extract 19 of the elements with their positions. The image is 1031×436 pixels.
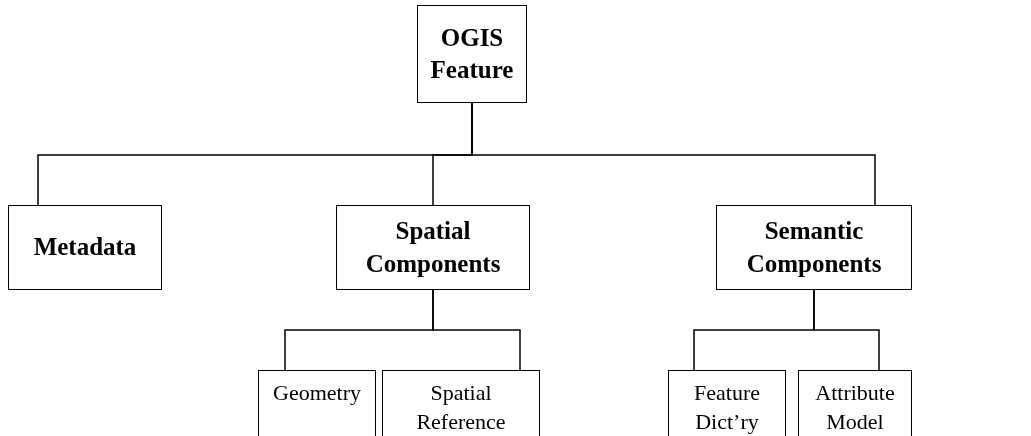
category-box xyxy=(716,205,912,290)
box-label: Spatial Components xyxy=(364,216,502,279)
box-label: Semantic Components xyxy=(745,216,883,279)
component-box xyxy=(258,370,376,436)
component-box xyxy=(382,370,540,436)
category-box xyxy=(8,205,162,290)
connector-line xyxy=(471,102,876,206)
box-label: Feature Dict’ry xyxy=(693,379,761,436)
category-box xyxy=(336,205,530,290)
box-label: Geometry xyxy=(273,379,361,407)
box-label: Spatial Reference xyxy=(415,379,507,436)
category-box xyxy=(417,5,527,103)
box-label: Attribute Model xyxy=(814,379,896,436)
connector-line xyxy=(432,289,521,371)
box-label: OGIS Feature xyxy=(429,22,515,85)
component-box xyxy=(668,370,786,436)
component-box xyxy=(798,370,912,436)
connector-line xyxy=(813,289,880,371)
box-label: Metadata xyxy=(33,232,137,263)
